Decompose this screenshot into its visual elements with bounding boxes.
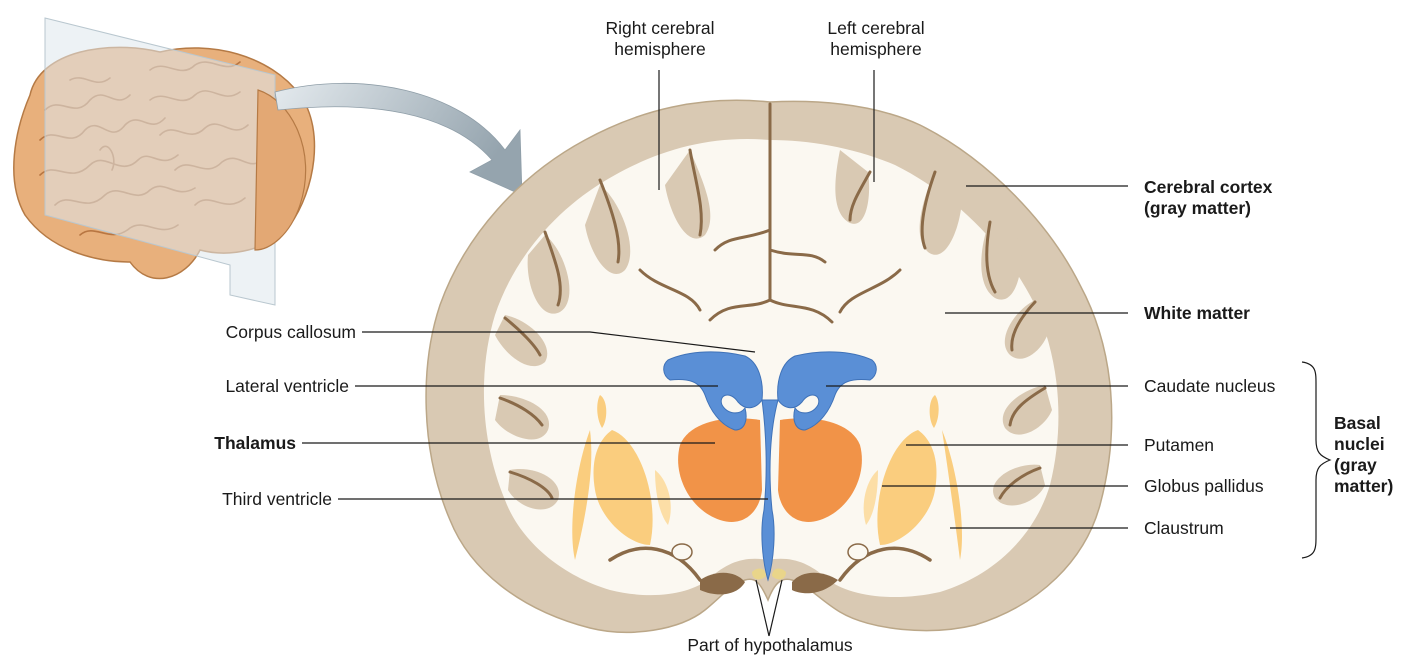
label-left-cerebral-hemisphere: Left cerebral hemisphere [806,18,946,60]
label-caudate-nucleus: Caudate nucleus [1144,376,1275,397]
label-cerebral-cortex: Cerebral cortex (gray matter) [1144,177,1272,219]
label-basal-nuclei: Basal nuclei (gray matter) [1334,413,1393,497]
label-lateral-ventricle: Lateral ventricle [150,376,349,397]
label-third-ventricle: Third ventricle [150,489,332,510]
basal-nuclei-brace [1302,362,1330,558]
label-claustrum: Claustrum [1144,518,1224,539]
label-corpus-callosum: Corpus callosum [150,322,356,343]
label-globus-pallidus: Globus pallidus [1144,476,1264,497]
coronal-section [426,100,1112,632]
label-part-of-hypothalamus: Part of hypothalamus [660,635,880,656]
label-putamen: Putamen [1144,435,1214,456]
whole-brain-inset [14,18,315,305]
label-right-cerebral-hemisphere: Right cerebral hemisphere [590,18,730,60]
label-white-matter: White matter [1144,303,1250,324]
label-thalamus: Thalamus [150,433,296,454]
